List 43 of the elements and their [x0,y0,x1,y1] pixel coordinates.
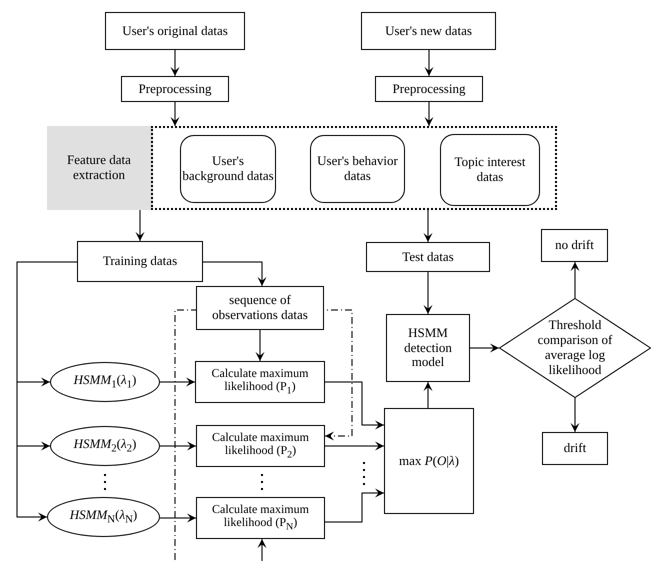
arrow [160,442,196,450]
process-box: Training datas [77,241,203,282]
arrow [324,382,384,430]
model-ellipse: HSMM$_{N}$(λ$_{N}$) [47,497,160,537]
arrow [424,102,434,126]
shaded-box: Feature data extraction [47,126,153,210]
process-box: Calculate maximum likelihood (P$_{N}$) [196,497,325,539]
process-box: sequence of observations datas [196,286,324,330]
arrow [424,272,432,314]
arrow [424,210,432,242]
arrow [202,262,266,286]
arrow [324,442,384,450]
process-box: max P(O|λ) [384,408,474,514]
model-ellipse: HSMM$_{2}$(λ$_{2}$) [50,426,160,466]
arrow [170,102,180,126]
process-box: Calculate maximum likelihood (P$_{1}$) [195,361,325,403]
arrow [570,262,580,298]
process-box: Preprocessing [121,76,229,102]
process-box: Preprocessing [375,76,483,102]
process-box: Test datas [366,242,490,272]
process-box: User's new datas [361,12,496,50]
arrow [160,514,196,522]
arrow [136,210,144,242]
rounded-box: Topic interest datas [440,134,540,206]
rounded-box: User's behavior datas [310,135,405,203]
process-box: HSMM detection model [386,314,470,382]
rounded-box: User's background datas [180,135,276,203]
dotted-group-box [47,126,557,210]
process-box: Calculate maximum likelihood (P$_{2}$) [196,425,325,467]
arrow [424,50,434,76]
model-ellipse: HSMM$_{1}$(λ$_{1}$) [50,362,160,402]
arrow [470,344,500,352]
arrow [424,382,432,408]
process-box: drift [542,432,608,465]
arrow [324,488,384,522]
arrow [570,398,580,432]
process-box: no drift [541,229,608,262]
decision-diamond: Threshold comparison of average log likelihood [499,298,651,398]
arrow [258,538,266,562]
arrow [256,330,264,362]
arrow [160,378,196,386]
process-box: User's original datas [105,12,245,50]
arrow [170,50,180,76]
